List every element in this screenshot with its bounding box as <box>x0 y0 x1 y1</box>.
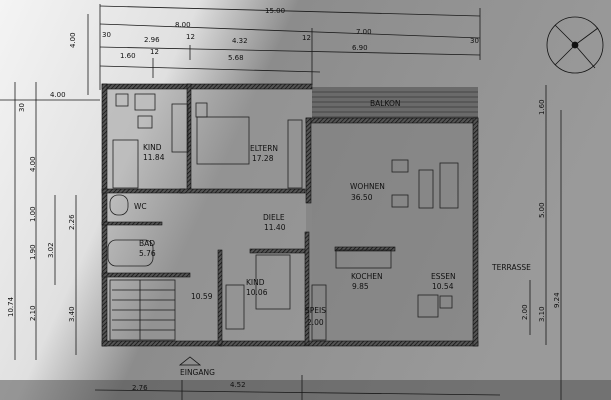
room-bad-name: BAD <box>139 239 155 248</box>
top-dimensions <box>87 4 481 95</box>
bottom-dimensions <box>94 375 501 400</box>
furniture <box>107 93 459 341</box>
right-dimensions <box>529 85 562 400</box>
dim-7: 7.00 <box>356 28 372 36</box>
room-diele-name: DIELE <box>263 213 285 222</box>
dim-right-924: 9.24 <box>553 292 561 308</box>
dim-12b: 12 <box>302 34 311 42</box>
dim-left-30: 30 <box>18 103 26 112</box>
dim-160: 1.60 <box>120 52 136 60</box>
dim-left-400a: 4.00 <box>50 91 66 99</box>
balcony <box>312 87 478 120</box>
tree-symbol <box>546 16 604 74</box>
room-kochen-name: KOCHEN <box>351 272 383 281</box>
shadow <box>0 380 611 400</box>
dim-30a: 30 <box>102 31 111 39</box>
dim-right-310: 3.10 <box>538 306 546 322</box>
room-kind-1-name: KIND <box>143 143 162 152</box>
walls <box>101 83 479 347</box>
room-speis-name: SPEIS <box>305 306 326 315</box>
dim-left-100: 1.00 <box>29 206 37 222</box>
dim-690: 6.90 <box>352 44 368 52</box>
dim-left-total: 10.74 <box>7 296 15 317</box>
room-essen-area: 10.54 <box>432 282 454 291</box>
dim-bottom-276: 2.76 <box>132 384 148 392</box>
room-essen-name: ESSEN <box>431 272 456 281</box>
room-kind-2-name: KIND <box>246 278 265 287</box>
room-wc-name: WC <box>134 202 147 211</box>
dim-30b: 30 <box>470 37 479 45</box>
interior-floor-right <box>306 122 474 343</box>
dim-568: 5.68 <box>228 54 244 62</box>
dim-12a: 12 <box>186 33 195 41</box>
dim-432: 4.32 <box>232 37 248 45</box>
dim-right-160: 1.60 <box>538 99 546 115</box>
dim-12c: 12 <box>150 48 159 56</box>
dim-left-400b: 4.00 <box>29 156 37 172</box>
dim-right-500: 5.00 <box>538 202 546 218</box>
staircase <box>112 280 175 340</box>
room-bad-area: 5.76 <box>139 249 156 258</box>
balkon-label: BALKON <box>370 99 400 108</box>
room-eltern-area: 17.28 <box>252 154 274 163</box>
dim-296: 2.96 <box>144 36 160 44</box>
dim-left-226: 2.26 <box>68 214 76 230</box>
room-wohnen-area: 36.50 <box>351 193 373 202</box>
dim-bottom-452: 4.52 <box>230 381 246 389</box>
dim-400-top: 4.00 <box>69 32 77 48</box>
room-kind-2-area: 10.06 <box>246 288 268 297</box>
room-kochen-area: 9.85 <box>352 282 369 291</box>
room-kind-1-area: 11.84 <box>143 153 165 162</box>
room-flur-area: 10.59 <box>191 292 213 301</box>
eingang-label: EINGANG <box>180 368 215 377</box>
terrasse-label: TERRASSE <box>491 263 531 272</box>
dim-left-210: 2.10 <box>29 305 37 321</box>
room-wohnen-name: WOHNEN <box>350 182 385 191</box>
room-eltern-name: ELTERN <box>250 144 278 153</box>
entrance-arrow-icon <box>178 356 202 366</box>
dim-left-340: 3.40 <box>68 306 76 322</box>
room-diele-area: 11.40 <box>264 223 286 232</box>
dim-right-200: 2.00 <box>521 304 529 320</box>
dim-total-width: 15.00 <box>265 7 285 15</box>
dim-left-302: 3.02 <box>47 242 55 258</box>
room-speis-area: 2.00 <box>307 318 324 327</box>
dim-left-190: 1.90 <box>29 244 37 260</box>
dim-8: 8.00 <box>175 21 191 29</box>
left-dimensions <box>0 82 100 360</box>
